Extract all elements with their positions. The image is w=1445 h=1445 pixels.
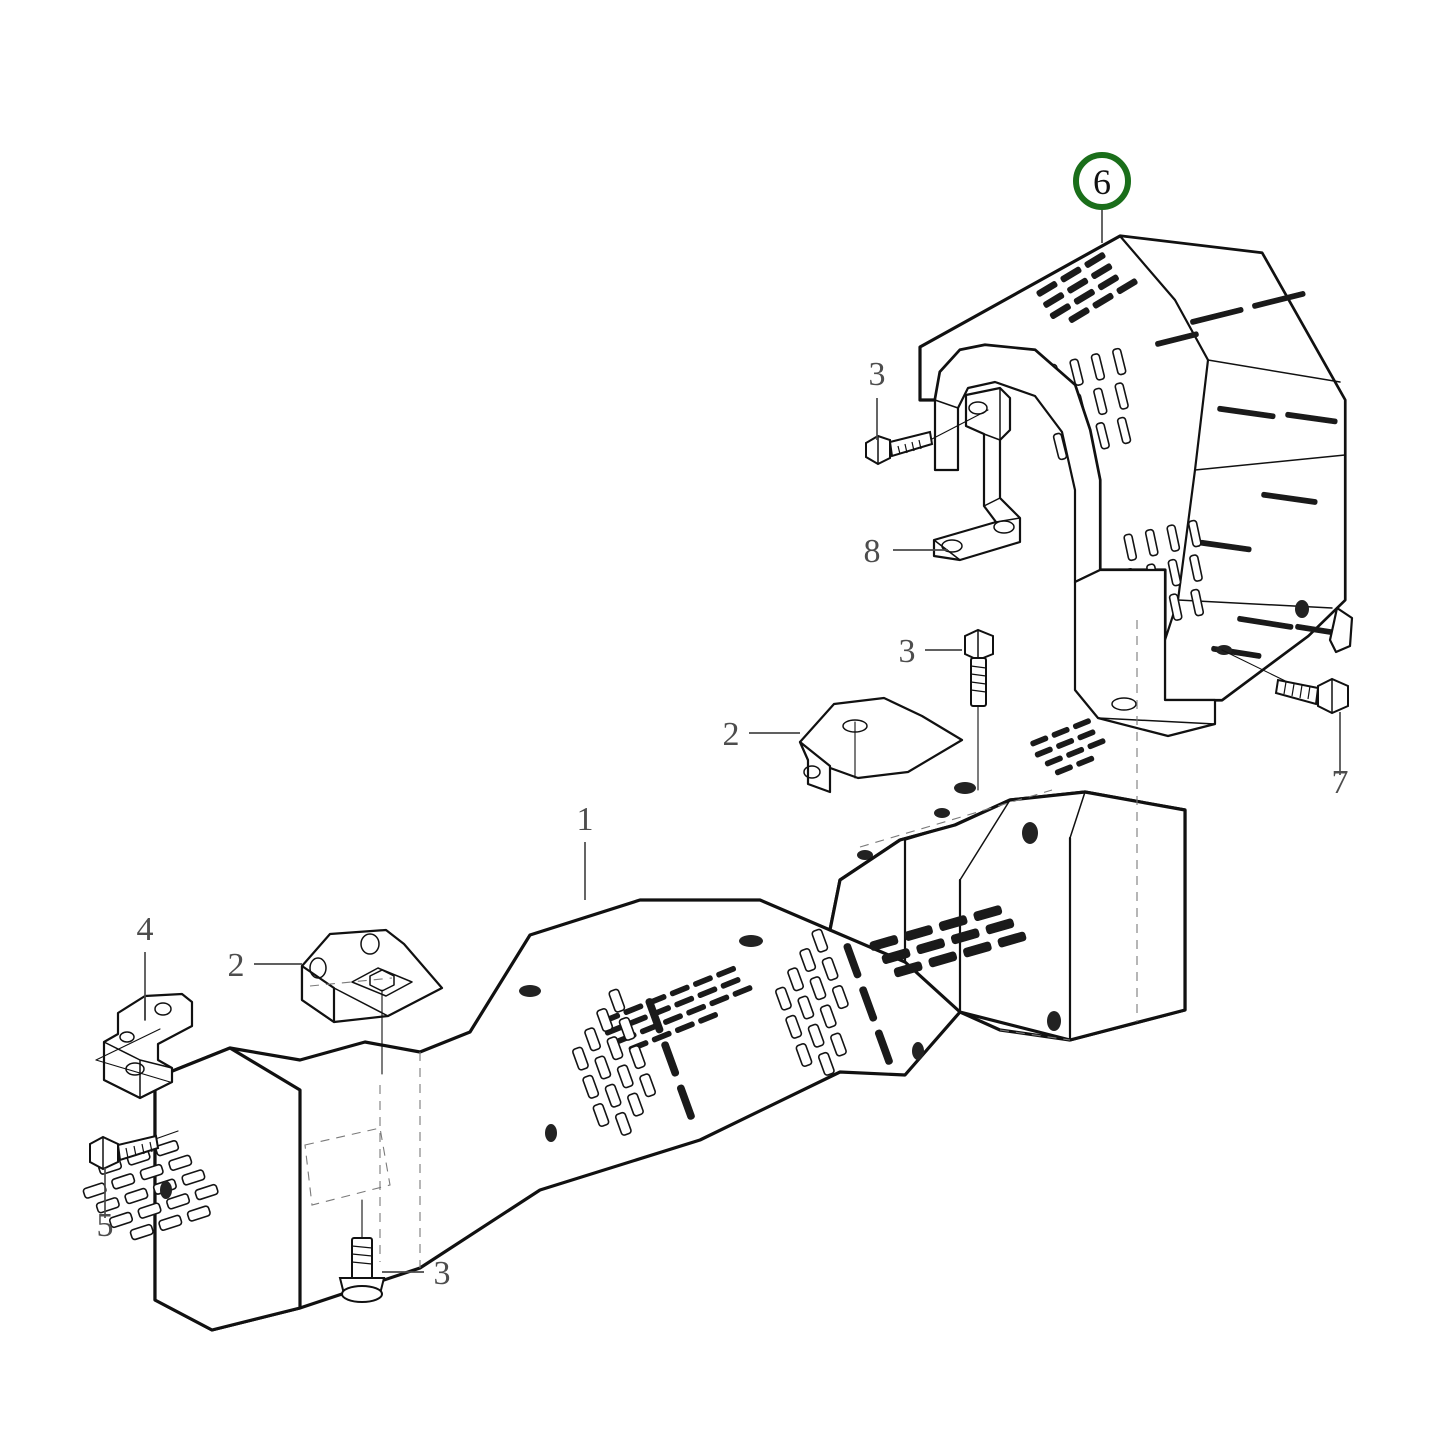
shield-hole-f <box>934 808 950 818</box>
part-3-bolt-bottom <box>338 1199 386 1303</box>
callout-3-bottom-label: 3 <box>434 1255 451 1292</box>
part-6-engine-cover <box>918 234 1354 738</box>
callout-8[interactable]: 8 <box>864 533 949 570</box>
callout-3-center[interactable]: 3 <box>899 633 963 670</box>
callout-3-center-label: 3 <box>899 633 916 670</box>
cover-top-strip-vents <box>1155 291 1306 347</box>
callout-7[interactable]: 7 <box>1332 712 1349 801</box>
part-5-hex-bolt-left <box>89 1130 179 1171</box>
callout-5[interactable]: 5 <box>97 1168 114 1244</box>
cover-bottom-strip-vents <box>1211 615 1340 659</box>
shield-hole-b <box>739 935 763 947</box>
callout-3-upper[interactable]: 3 <box>869 356 886 440</box>
part-2-l-bracket-left <box>300 928 444 1075</box>
callout-layer: 6 3 8 3 7 2 1 <box>97 152 1349 1292</box>
callout-4[interactable]: 4 <box>137 911 154 1000</box>
callout-5-label: 5 <box>97 1207 114 1244</box>
riser-top-louvers <box>1030 718 1106 776</box>
callout-3-upper-label: 3 <box>869 356 886 393</box>
callout-2-left[interactable]: 2 <box>228 947 303 984</box>
callout-1[interactable]: 1 <box>577 801 594 900</box>
callout-2-left-label: 2 <box>228 947 245 984</box>
part-1-main-shield <box>82 620 1187 1332</box>
part-7-hex-bolt-right <box>1221 649 1349 715</box>
cover-top-louvers <box>1036 252 1138 323</box>
callout-2-center[interactable]: 2 <box>723 716 801 753</box>
riser-louvers <box>869 905 1027 978</box>
callout-6[interactable]: 6 <box>1073 152 1131 243</box>
part-2-l-bracket-center <box>798 696 964 794</box>
callout-7-label: 7 <box>1332 764 1349 801</box>
part-3-bolt-center <box>964 628 994 791</box>
shield-hole-a <box>519 985 541 997</box>
callout-2-center-label: 2 <box>723 716 740 753</box>
shield-hole-e <box>857 850 873 860</box>
callout-4-label: 4 <box>137 911 154 948</box>
callout-8-label: 8 <box>864 533 881 570</box>
part-4-z-bracket <box>95 992 194 1100</box>
shield-front-louvers-mid <box>775 928 893 1076</box>
callout-3-bottom[interactable]: 3 <box>382 1255 451 1292</box>
part-3-bolt-upper-left <box>865 409 989 466</box>
callout-6-ring <box>1073 152 1131 210</box>
part-8-support-bracket <box>932 386 1022 562</box>
callout-6-label: 6 <box>1093 162 1111 202</box>
callout-1-label: 1 <box>577 801 594 838</box>
shield-front-louvers-left <box>572 988 695 1136</box>
